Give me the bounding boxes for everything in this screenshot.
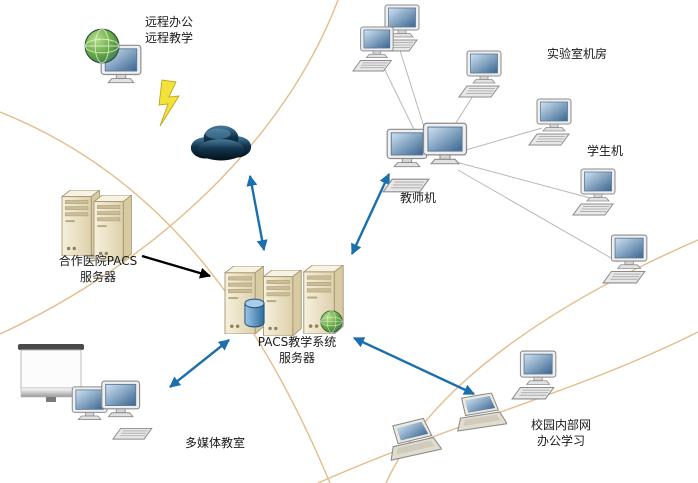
label-teacher-text: 教师机 <box>400 191 437 205</box>
label-remote-line1: 远程办公 <box>145 15 194 29</box>
database-icon <box>244 298 265 328</box>
background-curve <box>0 111 331 483</box>
student-pc-icon-1 <box>529 99 571 145</box>
campus-pc-icon <box>512 351 556 399</box>
network-links <box>169 172 476 396</box>
label-multimedia-text: 多媒体教室 <box>185 436 246 450</box>
student-pc-icon-3 <box>603 235 647 283</box>
lan-line-student-1 <box>451 127 543 155</box>
lan-line-student-2 <box>455 161 591 199</box>
background-curve <box>0 0 339 335</box>
lab-pc-icon-2 <box>353 27 393 71</box>
label-student-text: 学生机 <box>587 144 624 158</box>
label-hospital-line2: 服务器 <box>79 270 116 284</box>
label-campus-line1: 校园内部网 <box>530 418 591 432</box>
lightning-icon <box>158 79 180 127</box>
server-globe-icon <box>320 310 343 333</box>
link-cloud-server <box>246 174 268 252</box>
hospital-server-icon-2 <box>93 195 132 261</box>
internet-cloud-icon <box>190 125 252 161</box>
campus-laptop-icon-1 <box>384 415 443 461</box>
teacher-machine-icon <box>383 123 466 192</box>
label-pacs-line1: PACS教学系统 <box>257 335 337 349</box>
link-server-multimedia <box>169 339 230 388</box>
label-teacher: 教师机 <box>400 190 436 206</box>
campus-laptop-icon-2 <box>453 391 508 432</box>
label-lab: 实验室机房 <box>547 46 607 62</box>
label-campus: 校园内部网 办公学习 <box>519 417 603 449</box>
lab-pc-icon-3 <box>459 51 501 97</box>
label-student: 学生机 <box>587 143 623 159</box>
label-campus-line2: 办公学习 <box>536 434 585 448</box>
background-curve <box>317 331 698 483</box>
label-hospital: 合作医院PACS 服务器 <box>52 253 144 285</box>
label-lab-text: 实验室机房 <box>547 47 608 61</box>
label-remote-line2: 远程教学 <box>145 31 194 45</box>
pacs-server-icon-2 <box>263 270 302 336</box>
label-remote: 远程办公 远程教学 <box>145 14 193 46</box>
label-pacs: PACS教学系统 服务器 <box>247 334 347 366</box>
remote-globe-icon <box>84 28 120 64</box>
student-pc-icon-2 <box>573 169 615 215</box>
label-pacs-line2: 服务器 <box>278 351 315 365</box>
lan-line-student-3 <box>457 169 619 263</box>
link-teacher-server <box>350 172 391 256</box>
multimedia-pc-icon <box>72 381 151 439</box>
label-hospital-line1: 合作医院PACS <box>58 254 138 268</box>
link-hospital-server-arrow <box>141 254 212 279</box>
link-server-campus <box>352 336 476 396</box>
label-multimedia: 多媒体教室 <box>185 435 245 451</box>
